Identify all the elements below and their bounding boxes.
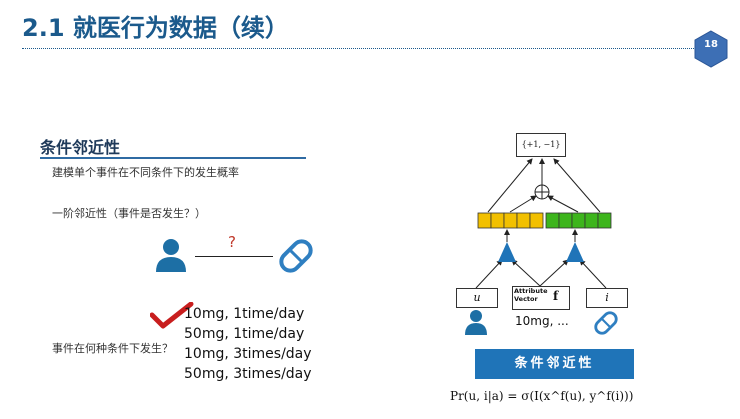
triangle-right [566,242,584,262]
question-mark: ? [228,233,236,251]
dose-caption: 10mg, ... [515,314,569,328]
section-divider [40,157,306,159]
dose-item: 10mg, 3times/day [184,346,312,362]
person-icon [465,310,487,335]
green-embedding [545,212,612,229]
attribute-line2: Vector [514,295,538,303]
section-heading: 条件邻近性 [40,138,121,157]
attribute-label: Attribute Vector [514,287,547,303]
dose-item: 10mg, 1time/day [184,306,305,322]
model-diagram [475,158,612,289]
output-label: {+1, −1} [516,133,566,157]
diagram-title-box: 条件邻近性 [475,349,634,379]
first-order-label: 一阶邻近性（事件是否发生？） [52,207,206,220]
pill-icon [279,239,313,273]
user-node: u [456,288,498,308]
dose-item: 50mg, 3times/day [184,366,312,382]
dose-item: 50mg, 1time/day [184,326,305,342]
item-node: i [586,288,628,308]
page-title: 2.1 就医行为数据（续） [22,14,289,42]
relation-line [195,256,273,257]
checkmark-icon [150,302,194,329]
triangle-left [498,242,516,262]
oplus-icon [534,184,550,200]
yellow-embedding [477,212,544,229]
page-number: 18 [704,39,718,50]
attribute-line1: Attribute [514,287,548,295]
formula: Pr(u, i|a) = σ(I(x^f(u), y^f(i))) [450,389,634,403]
attribute-node [512,286,570,310]
section-subtitle: 建模单个事件在不同条件下的发生概率 [52,166,239,179]
person-icon [156,239,186,272]
pill-icon [594,311,618,335]
title-divider [22,48,702,49]
condition-question: 事件在何种条件下发生？ [52,342,173,355]
dose-list: 10mg, 1time/day 50mg, 1time/day 10mg, 3t… [184,304,312,384]
attribute-f: f [553,289,559,303]
badge-hexagon-icon [694,30,728,68]
